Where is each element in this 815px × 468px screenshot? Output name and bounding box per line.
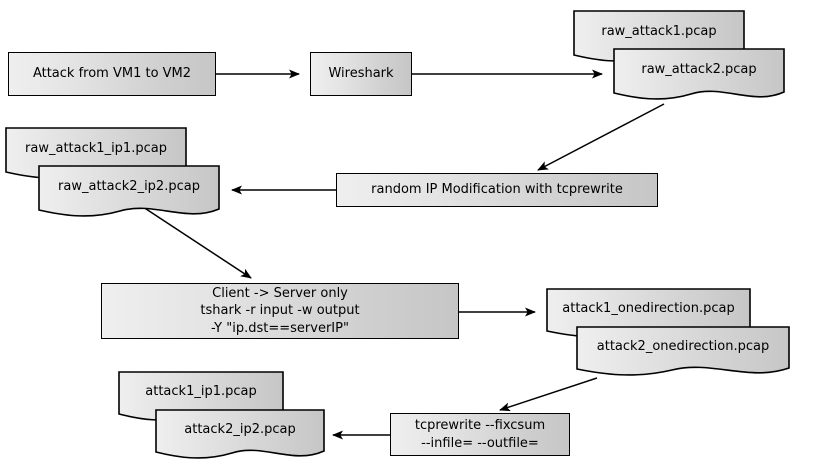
edge-attack2onedirection-to-tcprewrite-fixcsum: [499, 377, 598, 412]
node-attack-from-vm1-to-vm2[interactable]: Attack from VM1 to VM2: [8, 52, 216, 96]
node-attack2-ip2-pcap[interactable]: attack2_ip2.pcap: [155, 409, 325, 459]
node-raw-attack2-ip2-pcap[interactable]: raw_attack2_ip2.pcap: [38, 165, 220, 217]
node-wireshark[interactable]: Wireshark: [310, 52, 412, 96]
node-random-ip-modification[interactable]: random IP Modification with tcprewrite: [336, 173, 658, 207]
node-tcprewrite-fixcsum[interactable]: tcprewrite --fixcsum --infile= --outfile…: [390, 413, 570, 456]
node-attack2-onedirection-pcap[interactable]: attack2_onedirection.pcap: [576, 326, 790, 376]
node-client-to-server-only[interactable]: Client -> Server only tshark -r input -w…: [101, 283, 459, 339]
edge-rawattack2-to-tcprewrite-random: [537, 103, 665, 171]
node-raw-attack2-pcap[interactable]: raw_attack2.pcap: [613, 48, 785, 100]
